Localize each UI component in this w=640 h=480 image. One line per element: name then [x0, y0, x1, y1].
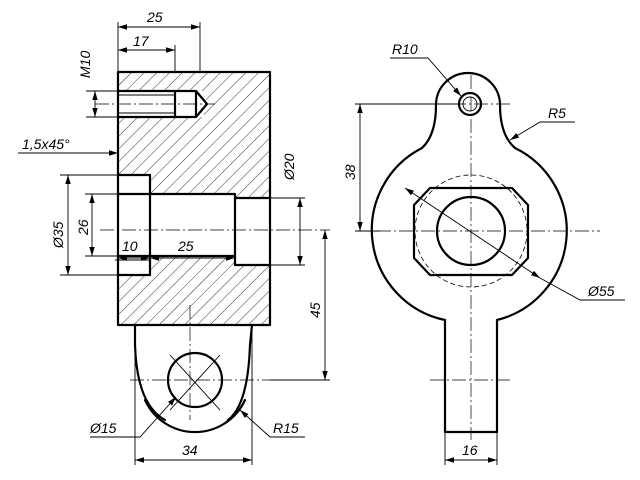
dim-m10: M10	[77, 51, 93, 78]
lug-outline	[133, 323, 254, 422]
section-centerlines	[95, 103, 330, 420]
dim-d20: Ø20	[281, 153, 297, 181]
dim-r10: R10	[392, 41, 418, 57]
dim-16: 16	[462, 442, 478, 458]
dim-r5: R5	[548, 105, 566, 121]
leader-r10	[390, 57, 462, 97]
leader-r5	[509, 121, 575, 141]
side-view: R10 R5 38 Ø55 16	[342, 41, 625, 465]
section-hatch	[118, 72, 270, 325]
section-view: 25 17 M10 1,5x45° Ø20 Ø35 26 10 25 45 Ø1…	[18, 9, 330, 465]
dim-d35: Ø35	[50, 221, 66, 249]
dim-17: 17	[133, 33, 150, 49]
dim-line-d55-ext	[539, 277, 625, 301]
dim-d55: Ø55	[587, 283, 615, 299]
dim-10: 10	[122, 238, 138, 254]
leader-d15	[90, 396, 177, 438]
dim-38: 38	[342, 164, 358, 180]
side-outline	[370, 71, 568, 434]
dim-34: 34	[182, 442, 198, 458]
dim-25-top: 25	[146, 9, 163, 25]
thread-root-lines	[118, 94, 175, 114]
leader-r15	[239, 409, 305, 438]
dim-d26: 26	[75, 219, 91, 236]
lug-bottom-arc	[143, 398, 247, 434]
dim-45: 45	[307, 302, 323, 318]
dim-r15: R15	[273, 420, 299, 436]
extension-lines	[60, 22, 330, 465]
dim-chamfer: 1,5x45°	[22, 136, 70, 152]
dim-line-d55	[404, 187, 541, 279]
dim-25-inner: 25	[177, 238, 194, 254]
side-extension-lines	[355, 103, 498, 465]
dim-d15: Ø15	[89, 420, 117, 436]
lug-hole-diag	[169, 354, 221, 411]
